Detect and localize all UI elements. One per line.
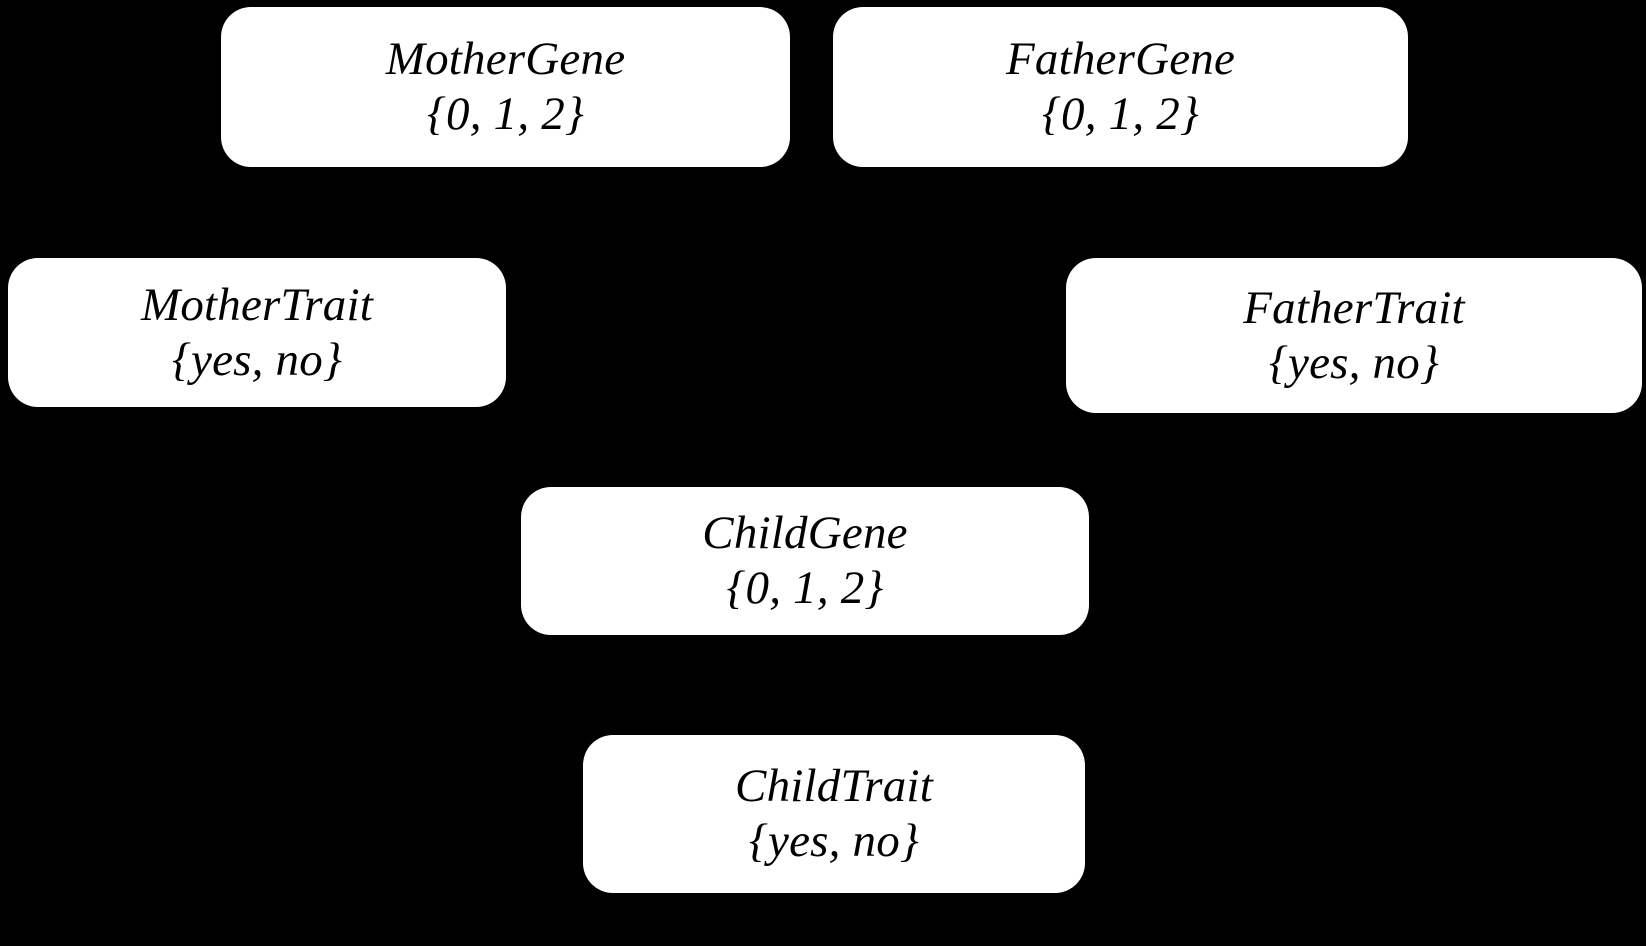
node-mother-gene[interactable]: MotherGene {0, 1, 2}	[221, 7, 790, 167]
node-child-gene[interactable]: ChildGene {0, 1, 2}	[521, 487, 1089, 635]
node-child-trait-domain: {yes, no}	[749, 815, 919, 867]
node-child-trait[interactable]: ChildTrait {yes, no}	[583, 735, 1085, 893]
node-father-gene[interactable]: FatherGene {0, 1, 2}	[833, 7, 1408, 167]
node-mother-gene-domain: {0, 1, 2}	[427, 88, 584, 140]
node-father-gene-title: FatherGene	[1005, 33, 1236, 86]
node-mother-gene-title: MotherGene	[385, 33, 626, 86]
node-father-trait[interactable]: FatherTrait {yes, no}	[1066, 258, 1642, 413]
node-mother-trait[interactable]: MotherTrait {yes, no}	[8, 258, 506, 407]
node-mother-trait-domain: {yes, no}	[172, 333, 342, 386]
node-mother-trait-title: MotherTrait	[140, 278, 373, 331]
node-father-gene-domain: {0, 1, 2}	[1042, 88, 1199, 140]
node-child-trait-title: ChildTrait	[735, 760, 933, 813]
node-child-gene-domain: {0, 1, 2}	[726, 562, 884, 614]
node-child-gene-title: ChildGene	[702, 507, 908, 560]
node-father-trait-domain: {yes, no}	[1269, 336, 1439, 389]
node-father-trait-title: FatherTrait	[1243, 281, 1465, 334]
